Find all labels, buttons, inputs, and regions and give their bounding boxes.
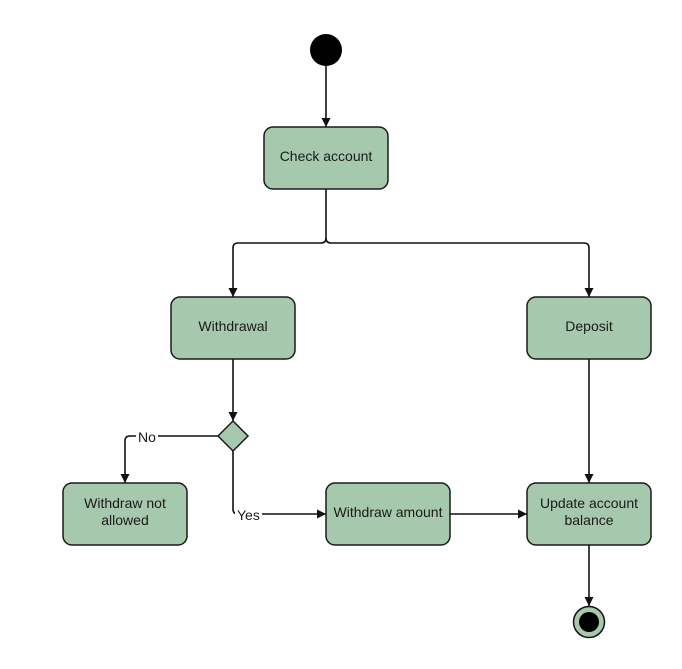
node-deposit-label: Deposit [565, 318, 613, 334]
node-withdrawal: Withdrawal [170, 296, 296, 360]
node-withdraw-not-allowed-label-line1: Withdraw not [84, 495, 166, 511]
node-withdrawal-label: Withdrawal [198, 318, 267, 334]
edge-label-yes-text: Yes [237, 507, 260, 523]
edge-check-account-to-deposit [325, 237, 594, 297]
node-update-balance-label-line1: Update account [540, 495, 638, 511]
decision-node [216, 419, 250, 453]
edge-check-account-to-withdrawal [228, 189, 327, 297]
edge-label-no-text: No [138, 429, 156, 445]
start-node [310, 34, 342, 66]
node-update-balance: Update account balance [526, 482, 652, 546]
node-check-account: Check account [263, 126, 389, 190]
end-node [572, 605, 606, 639]
edge-decision-to-withdraw-not-allowed [120, 435, 218, 483]
node-check-account-label: Check account [280, 148, 373, 164]
node-withdraw-amount: Withdraw amount [325, 482, 451, 546]
edge-decision-to-withdraw-amount [232, 451, 326, 519]
node-deposit: Deposit [526, 296, 652, 360]
node-update-balance-label-line2: balance [564, 512, 613, 528]
edge-label-yes: Yes [235, 506, 262, 523]
node-withdraw-amount-label: Withdraw amount [334, 504, 443, 520]
edge-label-no: No [136, 428, 158, 445]
edges [120, 66, 594, 606]
node-withdraw-not-allowed: Withdraw not allowed [62, 482, 188, 546]
node-withdraw-not-allowed-label-line2: allowed [101, 512, 148, 528]
